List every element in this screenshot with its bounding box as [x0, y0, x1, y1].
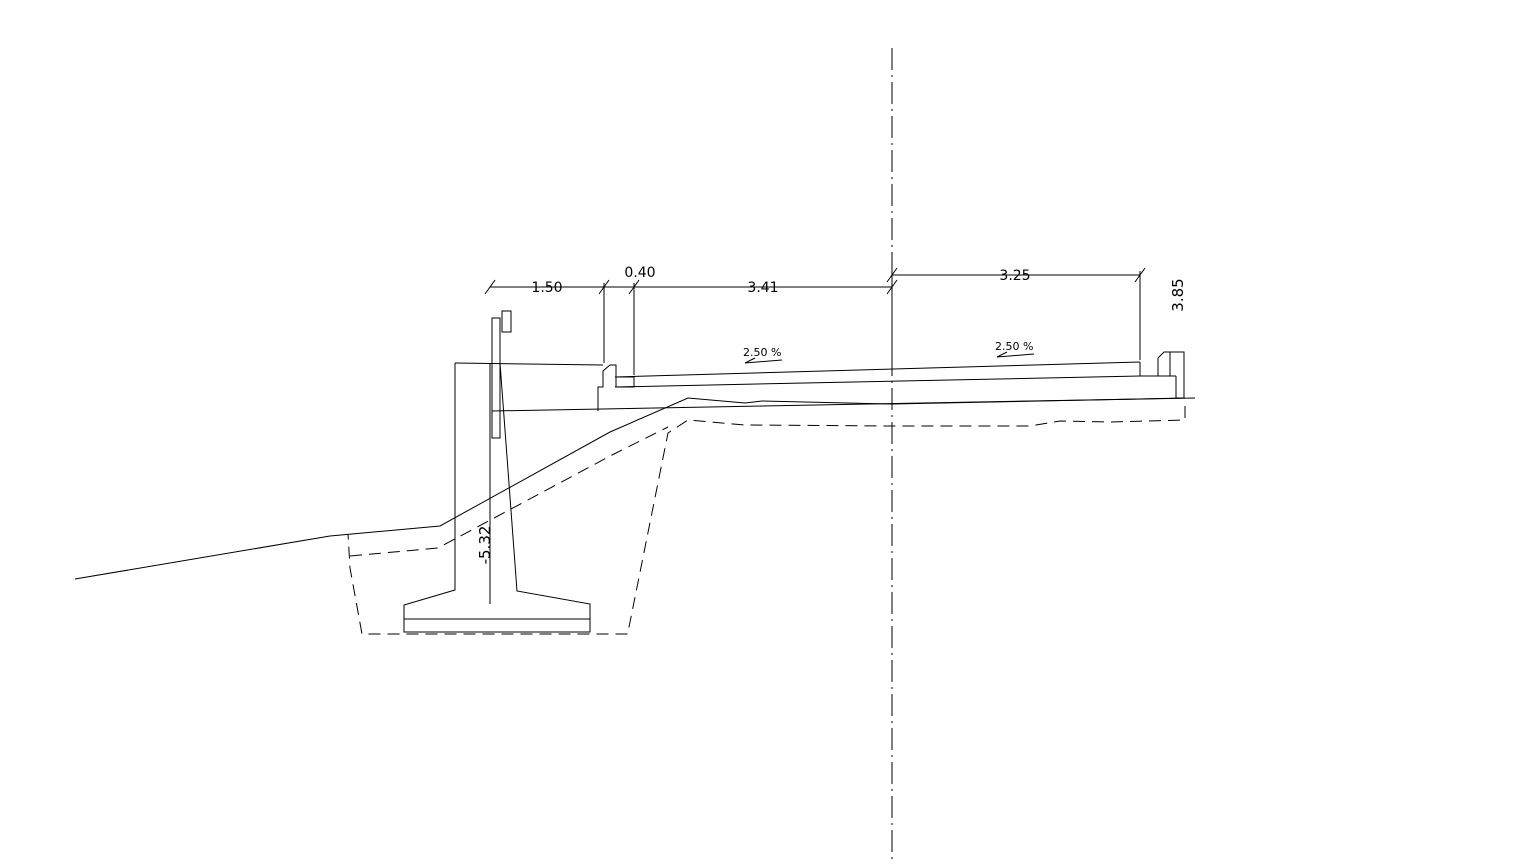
guard-rail-post	[491, 310, 512, 439]
road-slab	[491, 361, 1196, 412]
dimension-label-1-50: 1.50	[531, 280, 562, 296]
dimension-label-depth: -5.32	[476, 526, 494, 565]
retaining-wall	[403, 362, 604, 633]
svg-text:2.50 %: 2.50 %	[995, 340, 1033, 353]
existing-ground-line	[74, 397, 1186, 580]
subgrade-line	[349, 426, 669, 557]
dimension-chain	[484, 267, 1146, 375]
excavation-outline	[347, 406, 1186, 635]
slope-indicator-right: 2.50 %	[995, 340, 1035, 358]
slope-indicator-left: 2.50 %	[743, 346, 783, 364]
dimension-label-0-40: 0.40	[624, 265, 655, 281]
right-curb	[1139, 351, 1185, 399]
left-curb	[597, 364, 635, 411]
dimension-label-3-85: 3.85	[1169, 278, 1187, 311]
dimension-label-3-25: 3.25	[999, 268, 1030, 284]
dimension-label-3-41: 3.41	[747, 280, 778, 296]
svg-text:2.50 %: 2.50 %	[743, 346, 781, 359]
